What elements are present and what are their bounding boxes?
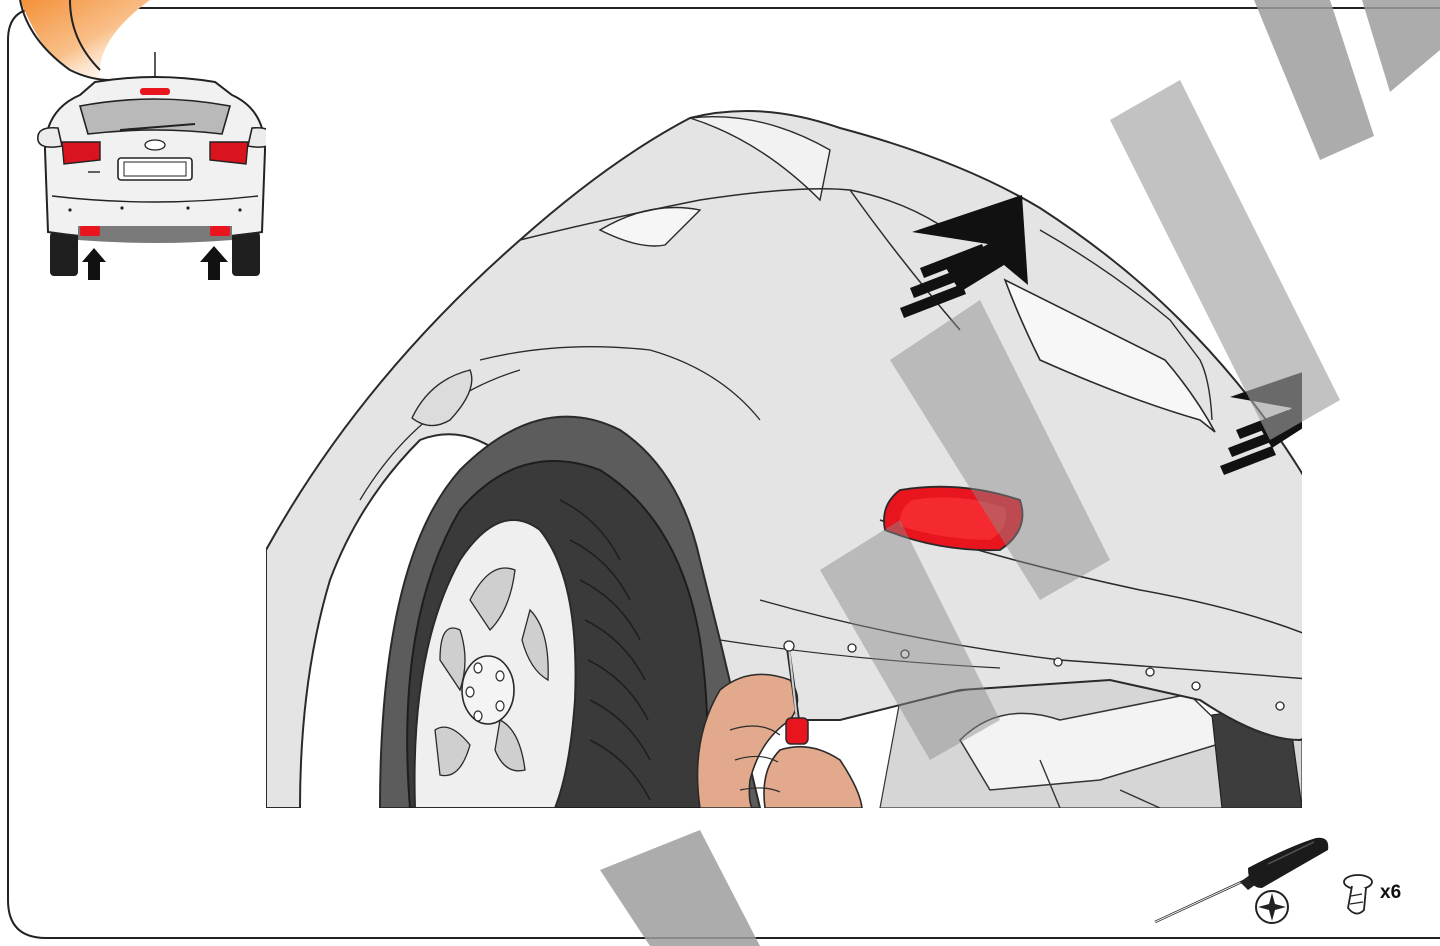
reference-car-rear-view xyxy=(37,52,273,280)
step-tab xyxy=(0,0,150,80)
phillips-cross-icon xyxy=(1255,890,1289,924)
hands-removing-screw xyxy=(696,640,863,808)
lift-arrow-left-icon xyxy=(82,248,106,280)
bumper-reflector-right xyxy=(1318,620,1344,677)
lift-arrow-right-icon xyxy=(200,246,228,280)
push-clip-icon xyxy=(1343,874,1373,915)
watermark xyxy=(600,0,1440,946)
phillips-screwdriver-icon xyxy=(1154,837,1329,924)
car-body-rear-quarter xyxy=(266,109,1302,808)
fastener-quantity: x6 xyxy=(1380,882,1401,903)
page-frame xyxy=(7,7,1440,939)
tools-required: x6 xyxy=(1154,837,1401,924)
lift-arrow-upper-icon xyxy=(900,195,1028,318)
main-scene xyxy=(266,90,1344,808)
